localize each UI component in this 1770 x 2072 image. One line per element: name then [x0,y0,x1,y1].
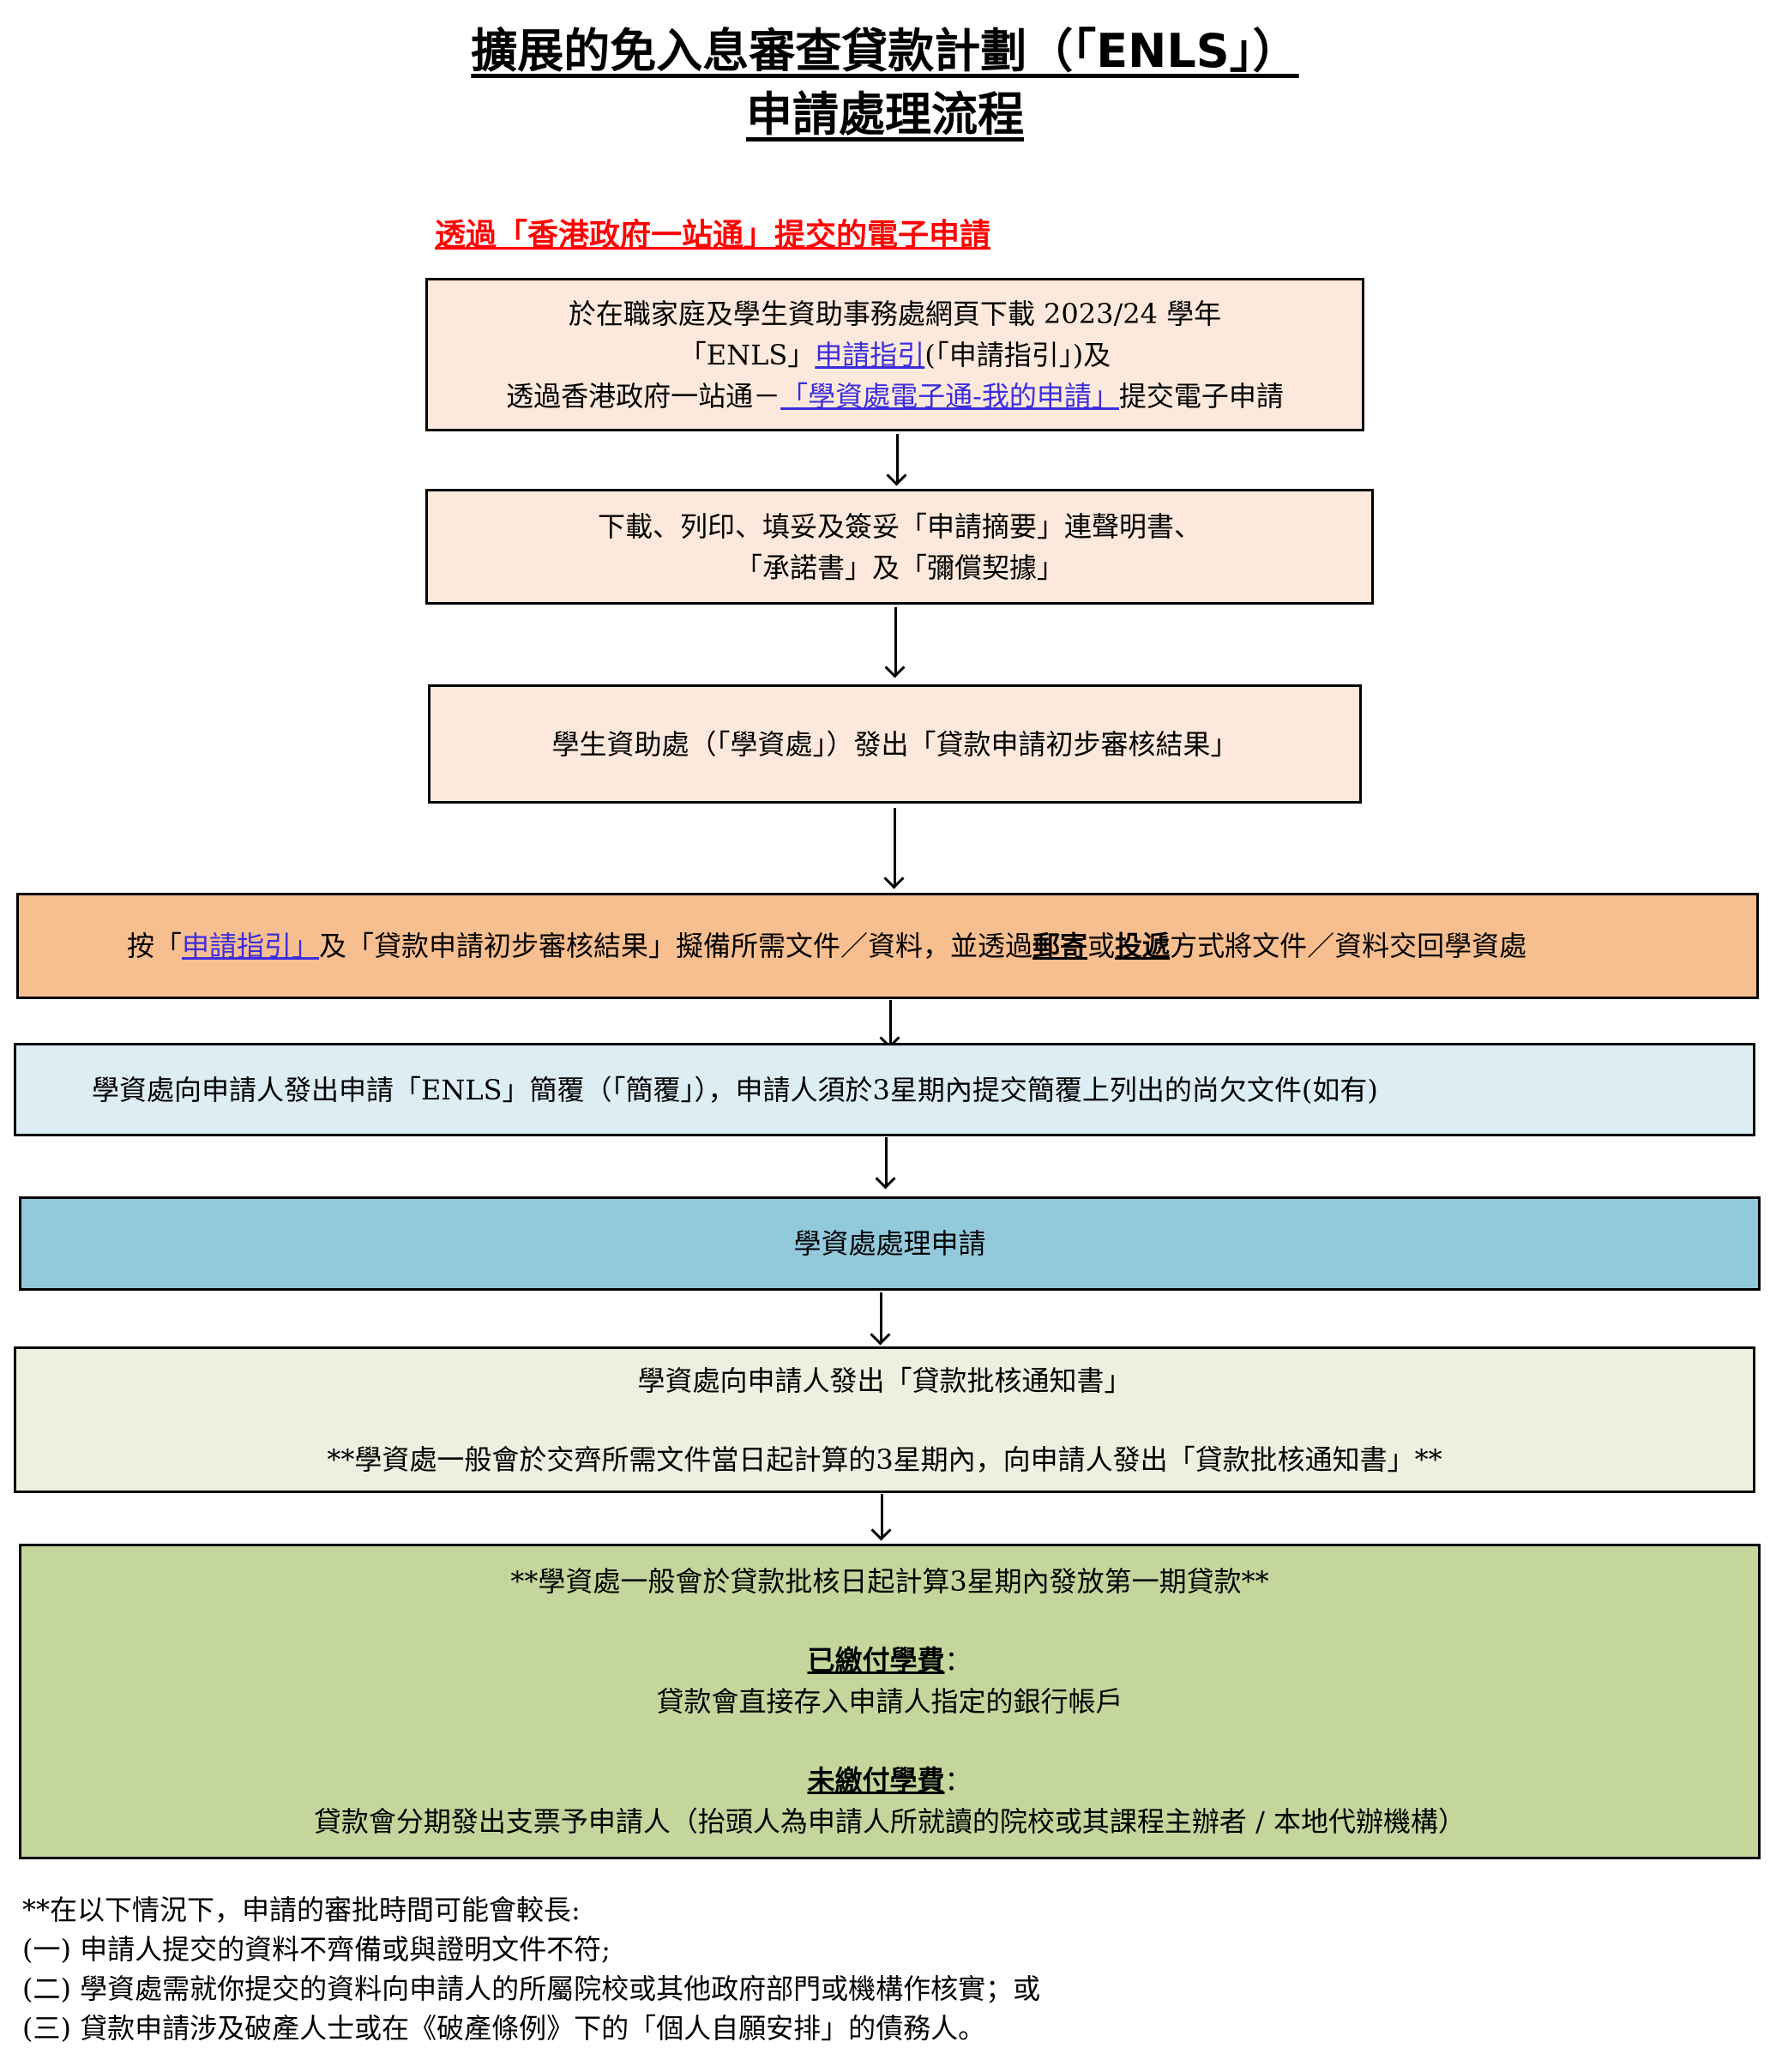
step6-line1: 學資處處理申請 [793,1227,986,1260]
unpaid-heading: 未繳付學費： [807,1764,972,1797]
guide-link[interactable]: 申請指引」 [182,930,320,962]
page-subtitle: 申請處理流程 [0,89,1770,141]
paid-text: 貸款會直接存入申請人指定的銀行帳戶 [656,1685,1123,1718]
title-line1: 擴展的免入息審查貸款計劃（「ENLS」） [471,24,1299,78]
step-approval-notice-box: 學資處向申請人發出「貸款批核通知書」 **學資處一般會於交齊所需文件當日起計算的… [14,1346,1755,1493]
step7-line2: **學資處一般會於交齊所需文件當日起計算的3星期內，向申請人發出「貸款批核通知書… [327,1443,1442,1476]
arrow-down-icon [884,607,906,678]
footnote-intro: **在以下情況下，申請的審批時間可能會較長: [22,1894,581,1926]
arrow-down-icon [870,1494,892,1541]
footnote-item: (二) 學資處需就你提交的資料向申請人的所屬院校或其他政府部門或機構作核實；或 [22,1973,1041,2005]
arrow-down-icon [875,1137,896,1190]
step2-line2: 「承諾書」及「彌償契據」 [734,551,1064,584]
footnotes: **在以下情況下，申請的審批時間可能會較長: (一) 申請人提交的資料不齊備或與… [22,1890,1040,2048]
mail-emphasis: 郵寄 [1032,930,1088,962]
step1-line2: 「ENLS」申請指引(「申請指引」)及 [678,338,1111,371]
arrow-down-icon [883,808,905,889]
arrow-down-icon [879,1000,900,1049]
step1-line3: 透過香港政府一站通－「學資處電子通-我的申請」提交電子申請 [506,379,1284,413]
arrow-down-icon [870,1292,891,1346]
guide-link[interactable]: 申請指引 [815,338,925,371]
step2-line1: 下載、列印、填妥及簽妥「申請摘要」連聲明書、 [597,509,1201,543]
electronic-application-heading: 透過「香港政府一站通」提交的電子申請 [435,218,991,253]
footnote-item: (一) 申請人提交的資料不齊備或與證明文件不符; [22,1933,611,1966]
deliver-emphasis: 投遞 [1115,930,1171,962]
footnote-item: (三) 貸款申請涉及破產人士或在《破產條例》下的「個人自願安排」的債務人。 [22,2012,986,2045]
step5-line1: 學資處向申請人發出申請「ENLS」簡覆（「簡覆」），申請人須於3星期內提交簡覆上… [92,1073,1378,1106]
step-print-sign-box: 下載、列印、填妥及簽妥「申請摘要」連聲明書、 「承諾書」及「彌償契據」 [425,489,1374,605]
step7-line1: 學資處向申請人發出「貸款批核通知書」 [637,1364,1132,1397]
arrow-down-icon [886,434,907,486]
unpaid-text: 貸款會分期發出支票予申請人（抬頭人為申請人所就讀的院校或其課程主辦者 / 本地代… [313,1805,1466,1838]
step-processing-box: 學資處處理申請 [19,1196,1761,1291]
paid-heading: 已繳付學費： [807,1644,972,1677]
my-application-link[interactable]: 「學資處電子通-我的申請」 [780,379,1119,413]
title-line2: 申請處理流程 [746,87,1024,142]
step-download-guide-box: 於在職家庭及學生資助事務處網頁下載 2023/24 學年 「ENLS」申請指引(… [425,278,1364,431]
step-acknowledgement-box: 學資處向申請人發出申請「ENLS」簡覆（「簡覆」），申請人須於3星期內提交簡覆上… [14,1043,1755,1136]
step4-line1: 按「申請指引」及「貸款申請初步審核結果」擬備所需文件／資料，並透過郵寄或投遞方式… [127,930,1527,962]
page-title: 擴展的免入息審查貸款計劃（「ENLS」） [0,26,1770,77]
step-disbursement-box: **學資處一般會於貸款批核日起計算3星期內發放第一期貸款** 已繳付學費： 貸款… [19,1544,1761,1859]
step-preliminary-result-box: 學生資助處（「學資處」）發出「貸款申請初步審核結果」 [428,684,1362,804]
step8-line1: **學資處一般會於貸款批核日起計算3星期內發放第一期貸款** [510,1565,1269,1598]
step3-line1: 學生資助處（「學資處」）發出「貸款申請初步審核結果」 [551,727,1238,761]
step1-line1: 於在職家庭及學生資助事務處網頁下載 2023/24 學年 [568,297,1222,330]
step-submit-documents-box: 按「申請指引」及「貸款申請初步審核結果」擬備所需文件／資料，並透過郵寄或投遞方式… [16,893,1759,999]
